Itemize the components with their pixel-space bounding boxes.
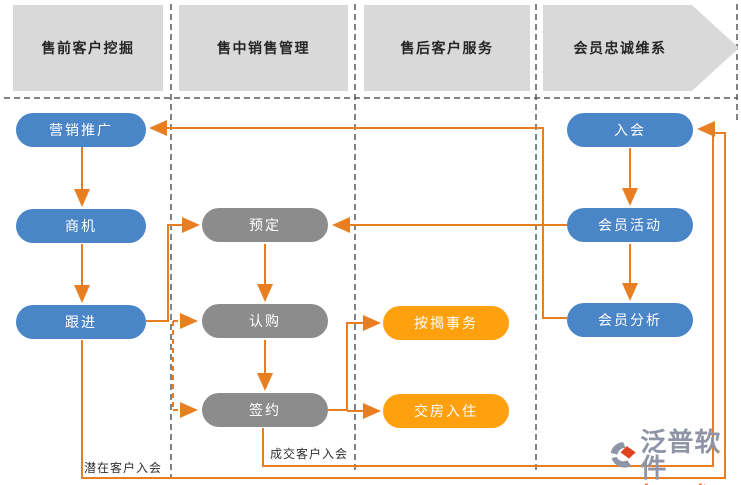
fanpu-logo-name: 泛普软件 [640,427,722,483]
node-label: 会员活动 [598,217,662,233]
node-opportunity: 商机 [16,209,146,243]
node-label: 签约 [249,402,281,418]
node-join: 入会 [567,113,693,147]
lane-header-label: 会员忠诚维系 [573,40,667,56]
node-marketing: 营销推广 [16,113,146,147]
edge-sign-mortgage [328,315,381,411]
fanpu-logo-url[interactable]: www.fanpusoft.com [608,482,740,485]
edge-memberanalysis-marketing [149,120,567,319]
annotation-deal-join: 成交客户入会 [270,447,349,461]
node-sign: 签约 [202,393,328,427]
lane-header-aftersales: 售后客户服务 [364,5,530,91]
fanpu-logo: 泛普软件 www.fanpusoft.com [608,429,740,485]
lane-header-loyalty: 会员忠诚维系 [543,5,739,91]
node-label: 按揭事务 [414,315,478,331]
node-member-activity: 会员活动 [567,208,693,242]
lane-header-label: 售中销售管理 [217,40,310,56]
node-label: 交房入住 [414,403,478,419]
node-member-analysis: 会员分析 [567,303,693,337]
node-label: 会员分析 [598,312,662,328]
node-subscribe: 认购 [202,304,328,338]
lane-header-presales: 售前客户挖掘 [13,5,163,91]
node-mortgage: 按揭事务 [383,306,509,340]
node-label: 跟进 [65,314,97,330]
annotation-potential-join: 潜在客户入会 [84,461,163,475]
node-followup: 跟进 [16,305,146,339]
node-reserve: 预定 [202,208,328,242]
lane-header-insales: 售中销售管理 [179,5,348,91]
edge-sign-join [262,121,715,467]
fanpu-logo-icon [610,441,636,468]
lane-header-label: 售前客户挖掘 [41,40,135,56]
node-label: 认购 [249,313,281,329]
edge-followup-join [81,132,726,479]
node-label: 商机 [65,218,97,234]
node-label: 营销推广 [49,122,113,138]
node-label: 预定 [249,217,281,233]
node-label: 入会 [614,122,646,138]
lane-header-label: 售后客户服务 [400,40,494,56]
node-movein: 交房入住 [383,394,509,428]
edge-followup-reserve [146,217,200,322]
